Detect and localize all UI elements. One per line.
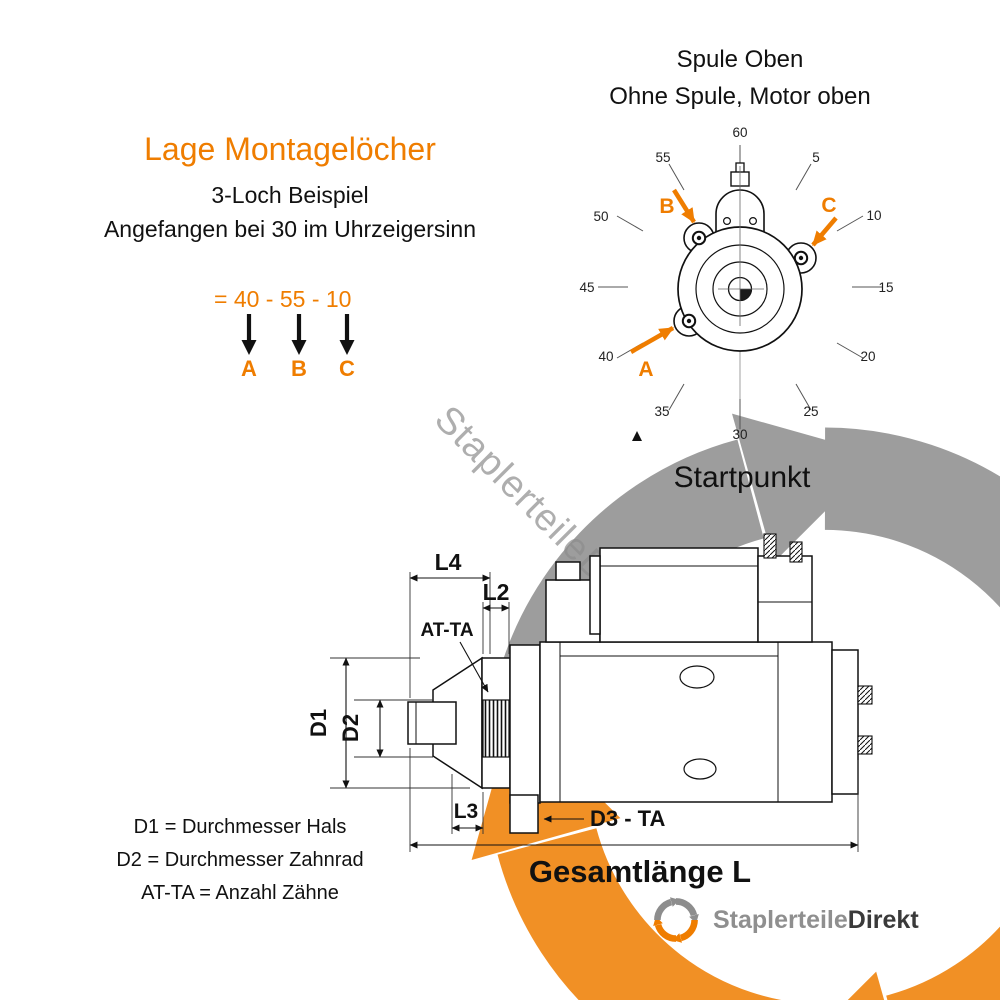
legend-line-d1: D1 = Durchmesser Hals xyxy=(133,816,347,838)
brand-logo-icon xyxy=(646,890,706,950)
brand-name-dark: Direkt xyxy=(847,905,919,934)
start-marker-triangle xyxy=(632,431,642,441)
dial-label-35: 35 xyxy=(654,404,669,419)
brand-logo-text: StaplerteileDirekt xyxy=(713,906,919,935)
dim-label-l3: L3 xyxy=(454,800,479,823)
dial-label-25: 25 xyxy=(803,404,818,419)
dim-label-d3-ta: D3 - TA xyxy=(590,806,665,831)
dim-label-d1: D1 xyxy=(306,709,331,737)
dial-label-40: 40 xyxy=(598,349,613,364)
legend-line-at-ta: AT-TA = Anzahl Zähne xyxy=(141,882,339,904)
dim-label-l2: L2 xyxy=(483,579,510,605)
formula-label-b: B xyxy=(291,356,307,381)
caption-ohne-spule: Ohne Spule, Motor oben xyxy=(609,83,871,110)
brand-logo: StaplerteileDirekt xyxy=(646,890,919,950)
dial-label-45: 45 xyxy=(579,280,594,295)
starter-side-view xyxy=(407,533,873,834)
starter-front-view xyxy=(673,162,817,352)
dial-label-30: 30 xyxy=(732,427,747,442)
formula-label-c: C xyxy=(339,356,355,381)
subtitle-rule: Angefangen bei 30 im Uhrzeigersinn xyxy=(103,216,477,242)
formula-down-arrows xyxy=(241,314,355,355)
dial-label-20: 20 xyxy=(860,349,875,364)
subtitle-example: 3-Loch Beispiel xyxy=(211,182,369,208)
dial-labels: 60 5 10 15 20 25 30 35 40 45 50 55 xyxy=(579,125,893,442)
dim-label-d2: D2 xyxy=(338,714,363,742)
dial-hole-label-a: A xyxy=(638,358,653,381)
mounting-holes xyxy=(681,230,809,329)
hole-pointer-arrows: B C A xyxy=(629,188,838,381)
dial-label-15: 15 xyxy=(878,280,893,295)
dial-hole-label-c: C xyxy=(821,194,836,217)
dim-label-at-ta: AT-TA xyxy=(420,620,473,641)
dial-hole-label-b: B xyxy=(659,195,674,218)
formula-label-a: A xyxy=(241,356,257,381)
dial-label-55: 55 xyxy=(655,150,670,165)
dim-label-total-length: Gesamtlänge L xyxy=(529,854,751,889)
dial-label-10: 10 xyxy=(866,208,881,223)
dial-label-5: 5 xyxy=(812,150,820,165)
mounting-dial: 60 5 10 15 20 25 30 35 40 45 50 55 xyxy=(579,125,893,442)
caption-spule-oben: Spule Oben xyxy=(676,46,804,73)
hole-formula: = 40 - 55 - 10 xyxy=(214,286,352,312)
dimension-legend: D1 = Durchmesser Hals D2 = Durchmesser Z… xyxy=(85,811,395,910)
dial-label-50: 50 xyxy=(593,209,608,224)
section-title: Lage Montagelöcher xyxy=(144,131,436,167)
dial-label-60: 60 xyxy=(732,125,747,140)
dim-label-l4: L4 xyxy=(435,549,462,575)
startpunkt-caption: Startpunkt xyxy=(673,461,811,494)
legend-line-d2: D2 = Durchmesser Zahnrad xyxy=(116,849,364,871)
brand-name-gray: Staplerteile xyxy=(713,905,848,934)
dimension-lines: L4 L2 AT-TA D1 D2 L3 D3 - TA Gesamtlänge… xyxy=(306,549,859,889)
